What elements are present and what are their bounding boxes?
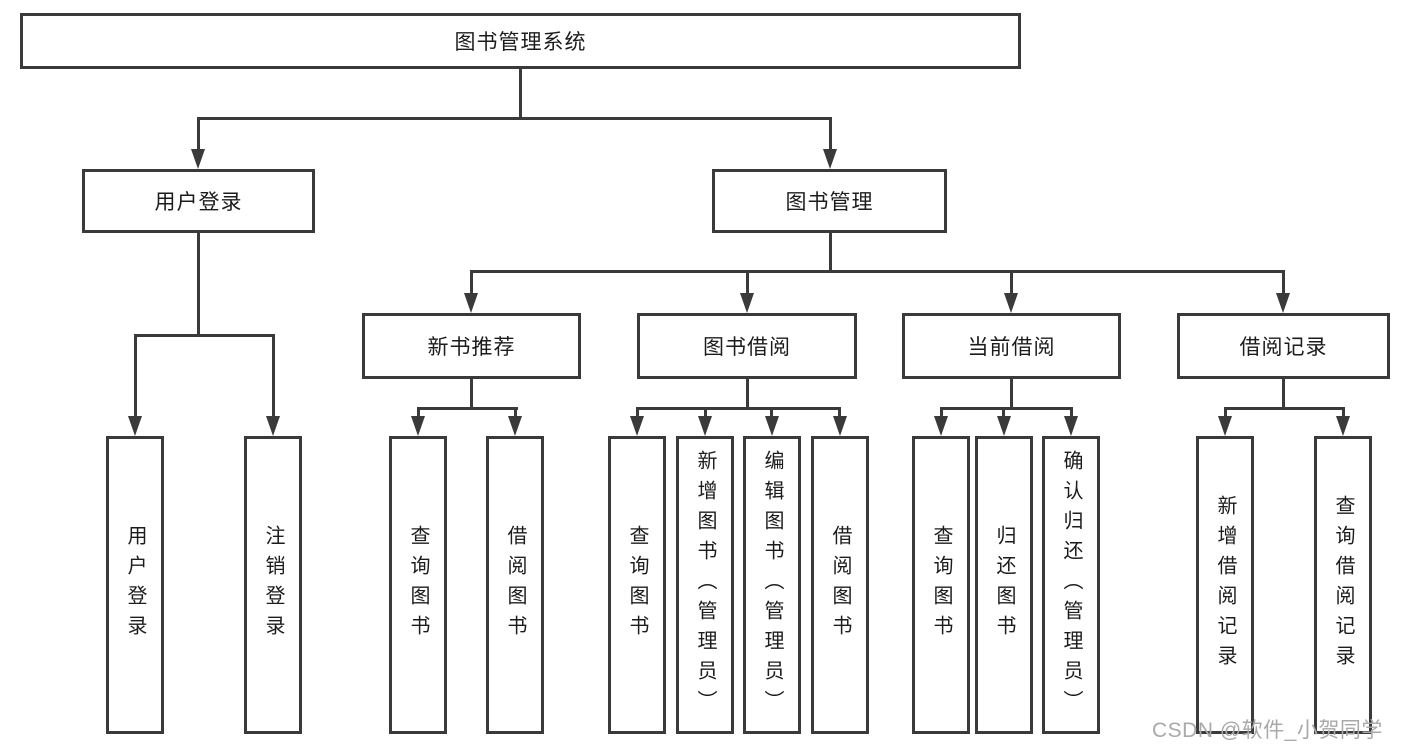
connector-hline	[940, 407, 1072, 410]
connector-vline	[1010, 377, 1013, 410]
leaf-query-books-borrow: 查询图书	[608, 436, 666, 734]
connector-vline	[838, 407, 841, 419]
node-current-borrowing: 当前借阅	[902, 313, 1121, 379]
connector-vline	[417, 407, 420, 419]
leaf-query-borrow-record: 查询借阅记录	[1314, 436, 1372, 734]
arrow-down-icon	[411, 416, 425, 436]
leaf-label: 新增借阅记录	[1214, 495, 1236, 675]
connector-hline	[134, 334, 275, 337]
arrow-down-icon	[833, 416, 847, 436]
leaf-label: 用户登录	[124, 525, 146, 645]
arrow-down-icon	[1004, 293, 1018, 313]
connector-hline	[1224, 407, 1344, 410]
leaf-return-books: 归还图书	[975, 436, 1033, 734]
node-book-borrowing: 图书借阅	[637, 313, 857, 379]
arrow-down-icon	[698, 416, 712, 436]
arrow-down-icon	[1218, 416, 1232, 436]
leaf-add-borrow-record: 新增借阅记录	[1196, 436, 1254, 734]
leaf-confirm-return-admin: 确认归还（管理员）	[1042, 436, 1100, 734]
leaf-label: 查询图书	[626, 525, 648, 645]
connector-vline	[1224, 407, 1227, 419]
leaf-query-books-current: 查询图书	[912, 436, 970, 734]
connector-vline	[1010, 270, 1013, 296]
connector-vline	[770, 407, 773, 419]
connector-vline	[704, 407, 707, 419]
connector-vline	[1282, 377, 1285, 410]
leaf-label: 查询图书	[407, 525, 429, 645]
arrow-down-icon	[1064, 416, 1078, 436]
arrow-down-icon	[1276, 293, 1290, 313]
connector-vline	[134, 334, 137, 418]
arrow-down-icon	[934, 416, 948, 436]
arrow-down-icon	[508, 416, 522, 436]
connector-hline	[470, 270, 1285, 273]
connector-hline	[417, 407, 518, 410]
leaf-label: 确认归还（管理员）	[1060, 450, 1082, 720]
arrow-down-icon	[128, 416, 142, 436]
leaf-logout-login: 注销登录	[244, 436, 302, 734]
arrow-down-icon	[464, 293, 478, 313]
leaf-label: 新增图书（管理员）	[694, 450, 716, 720]
connector-vline	[272, 334, 275, 418]
leaf-add-books-admin: 新增图书（管理员）	[676, 436, 734, 734]
leaf-borrow-books: 借阅图书	[811, 436, 869, 734]
node-new-book-recommendation: 新书推荐	[362, 313, 581, 379]
connector-vline	[940, 407, 943, 419]
node-borrowing-records: 借阅记录	[1177, 313, 1390, 379]
connector-hline	[636, 407, 841, 410]
arrow-down-icon	[266, 416, 280, 436]
connector-vline	[1002, 407, 1005, 419]
node-library-management-system: 图书管理系统	[20, 13, 1021, 69]
connector-vline	[197, 231, 200, 337]
connector-vline	[1282, 270, 1285, 296]
leaf-label: 借阅图书	[504, 525, 526, 645]
leaf-label: 注销登录	[262, 525, 284, 645]
connector-vline	[470, 377, 473, 410]
watermark: CSDN @软件_小贺同学	[1152, 719, 1383, 742]
arrow-down-icon	[765, 416, 779, 436]
leaf-label: 归还图书	[993, 525, 1015, 645]
leaf-edit-books-admin: 编辑图书（管理员）	[743, 436, 801, 734]
connector-vline	[1342, 407, 1345, 419]
node-user-login: 用户登录	[82, 169, 315, 233]
leaf-query-books-recommend: 查询图书	[389, 436, 447, 734]
leaf-label: 编辑图书（管理员）	[761, 450, 783, 720]
connector-vline	[746, 270, 749, 296]
leaf-borrow-books-recommend: 借阅图书	[486, 436, 544, 734]
node-book-management: 图书管理	[712, 169, 947, 233]
connector-vline	[470, 270, 473, 296]
connector-vline	[829, 231, 832, 273]
leaf-label: 查询图书	[930, 525, 952, 645]
arrow-down-icon	[823, 149, 837, 169]
connector-vline	[197, 117, 200, 151]
connector-vline	[829, 117, 832, 151]
connector-vline	[636, 407, 639, 419]
connector-hline	[197, 117, 832, 120]
arrow-down-icon	[997, 416, 1011, 436]
connector-vline	[514, 407, 517, 419]
leaf-label: 查询借阅记录	[1332, 495, 1354, 675]
arrow-down-icon	[191, 149, 205, 169]
connector-vline	[746, 377, 749, 410]
leaf-label: 借阅图书	[829, 525, 851, 645]
connector-vline	[1070, 407, 1073, 419]
arrow-down-icon	[1336, 416, 1350, 436]
leaf-user-login: 用户登录	[106, 436, 164, 734]
arrow-down-icon	[630, 416, 644, 436]
arrow-down-icon	[740, 293, 754, 313]
connector-vline	[519, 66, 522, 119]
